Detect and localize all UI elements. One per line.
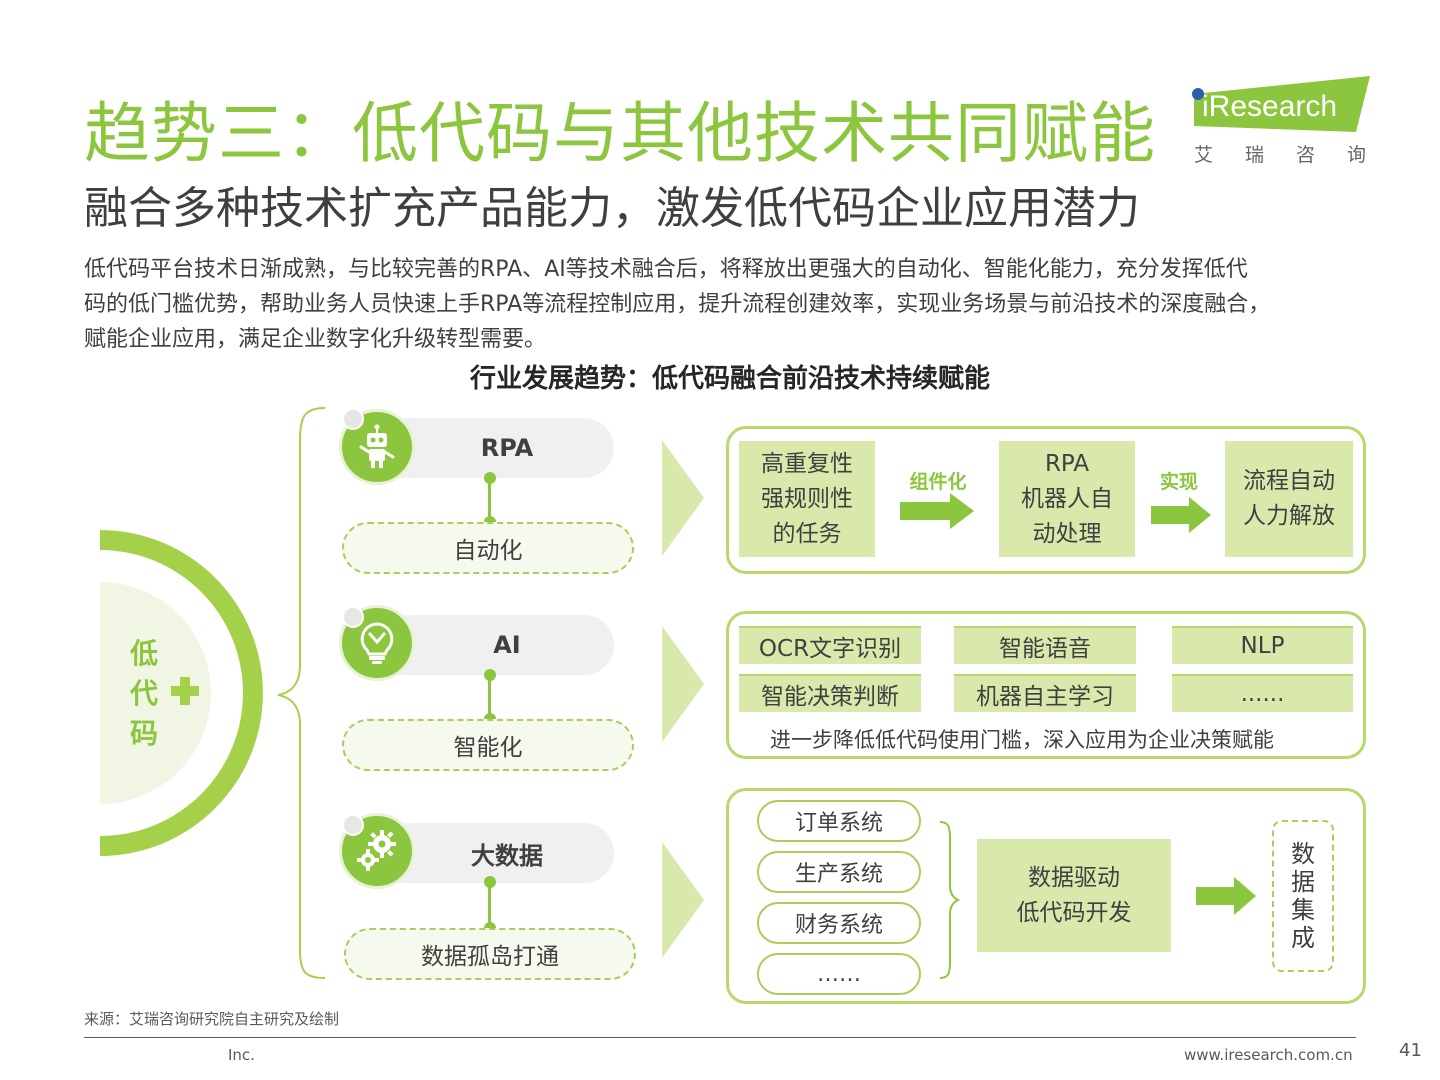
tech-label: RPA (480, 434, 534, 462)
branch-brace (277, 407, 326, 979)
ai-item: 机器自主学习 (954, 674, 1136, 712)
logo-char: 瑞 (1244, 144, 1264, 166)
footer-company: Inc. (228, 1046, 255, 1064)
connector-line (488, 675, 491, 719)
capability-label: 自动化 (453, 538, 523, 564)
chevron-bigdata (662, 842, 704, 958)
logo-char: 咨 (1295, 144, 1315, 166)
data-driven-box: 数据驱动 低代码开发 (977, 839, 1171, 952)
capability-pill-intelligence: 智能化 (342, 719, 634, 771)
arrow-right-icon (1196, 877, 1256, 915)
rpa-step-input: 高重复性 强规则性 的任务 (739, 441, 875, 557)
lowcode-label: 低 代 码 (128, 634, 160, 754)
logo-chinese: 艾 瑞 咨 询 (1188, 140, 1370, 167)
page-title: 趋势三：低代码与其他技术共同赋能 (84, 95, 1156, 172)
decor-dot (342, 606, 364, 628)
integration-char: 成 (1291, 924, 1315, 952)
center-inner-half (100, 582, 211, 804)
integration-char: 据 (1291, 868, 1315, 896)
system-pill: 财务系统 (757, 902, 921, 944)
arrow-right-icon (1151, 497, 1211, 533)
integration-char: 集 (1291, 896, 1315, 924)
system-pill: 订单系统 (757, 800, 921, 842)
capability-pill-data-island: 数据孤岛打通 (344, 928, 636, 980)
data-integration-box: 数 据 集 成 (1272, 820, 1334, 972)
rpa-step-result: 流程自动 人力解放 (1225, 441, 1353, 557)
intro-paragraph: 低代码平台技术日渐成熟，与比较完善的RPA、AI等技术融合后，将释放出更强大的自… (84, 252, 1384, 357)
lowcode-char: 码 (129, 717, 158, 750)
arrow-right-icon (900, 493, 974, 529)
logo-banner-shape (1192, 76, 1370, 132)
logo-char: 询 (1346, 144, 1366, 166)
ai-item: 智能决策判断 (739, 674, 921, 712)
connector-dot (484, 472, 496, 484)
capability-label: 数据孤岛打通 (421, 944, 559, 970)
intro-line: 低代码平台技术日渐成熟，与比较完善的RPA、AI等技术融合后，将释放出更强大的自… (84, 257, 1248, 282)
connector-dot (484, 669, 496, 681)
arrow-label-componentize: 组件化 (909, 471, 967, 493)
center-ring (100, 530, 263, 856)
chevron-ai (662, 626, 704, 742)
page-number: 41 (1399, 1040, 1422, 1061)
tech-label: AI (493, 631, 521, 659)
footer-url[interactable]: www.iresearch.com.cn (1184, 1046, 1353, 1064)
iresearch-logo: iResearch 艾 瑞 咨 询 (1188, 76, 1370, 166)
plus-icon (171, 677, 199, 705)
decor-dot (342, 814, 364, 836)
tech-label: 大数据 (471, 841, 543, 870)
arrow-label-realize: 实现 (1159, 471, 1198, 493)
capability-label: 智能化 (453, 735, 523, 761)
ai-item: 智能语音 (954, 626, 1136, 664)
integration-char: 数 (1291, 840, 1315, 868)
system-pill: 生产系统 (757, 851, 921, 893)
intro-line: 码的低门槛优势，帮助业务人员快速上手RPA等流程控制应用，提升流程创建效率，实现… (84, 292, 1271, 317)
diagram-title: 行业发展趋势：低代码融合前沿技术持续赋能 (469, 364, 990, 394)
ai-item: ...... (1172, 674, 1353, 712)
ai-item: OCR文字识别 (739, 626, 921, 664)
footer-divider (84, 1037, 1356, 1038)
chevron-rpa (662, 440, 704, 556)
ai-note: 进一步降低低代码使用门槛，深入应用为企业决策赋能 (770, 728, 1274, 752)
lowcode-char: 代 (129, 677, 158, 710)
system-pill: …… (757, 953, 921, 995)
lowcode-char: 低 (129, 637, 158, 670)
decor-dot (342, 408, 364, 430)
logo-char: 艾 (1194, 144, 1214, 166)
connector-line (488, 882, 491, 928)
capability-pill-automation: 自动化 (342, 522, 634, 574)
rpa-step-robot: RPA 机器人自 动处理 (999, 441, 1135, 557)
ai-item: NLP (1172, 626, 1353, 664)
logo-word: iResearch (1202, 90, 1338, 123)
connector-dot (484, 876, 496, 888)
source-note: 来源：艾瑞咨询研究院自主研究及绘制 (84, 1010, 340, 1028)
systems-brace (939, 821, 961, 979)
page-subtitle: 融合多种技术扩充产品能力，激发低代码企业应用潜力 (84, 183, 1140, 234)
intro-line: 赋能企业应用，满足企业数字化升级转型需要。 (84, 327, 547, 352)
connector-line (488, 478, 491, 522)
